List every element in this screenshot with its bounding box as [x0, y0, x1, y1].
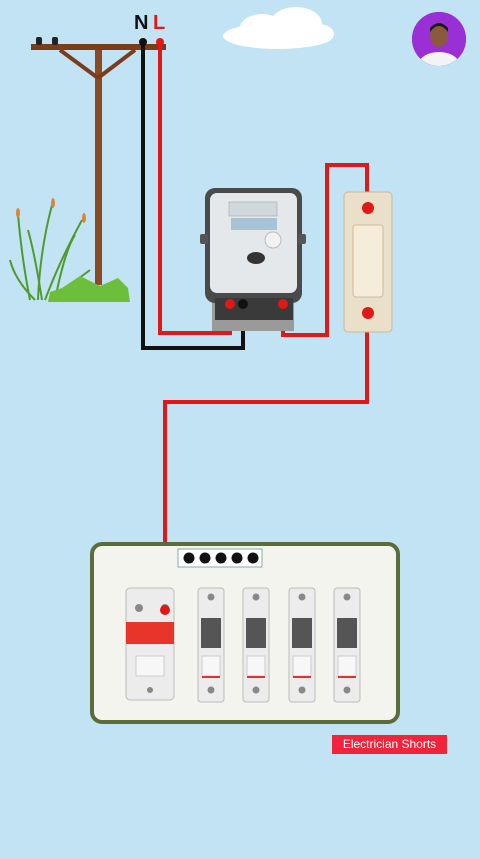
indicator-dot: [247, 552, 259, 564]
mcb-breaker: [197, 587, 225, 703]
indicator-dot: [215, 552, 227, 564]
energy-meter: [200, 188, 306, 331]
mcb-breaker: [288, 587, 316, 703]
channel-watermark: Electrician Shorts: [332, 735, 447, 754]
indicator-dots: [183, 552, 259, 564]
indicator-dot: [199, 552, 211, 564]
neutral-label: N: [134, 12, 149, 34]
person-avatar-icon[interactable]: [412, 12, 466, 66]
cloud-icon: [223, 7, 334, 49]
indicator-dot: [231, 552, 243, 564]
main-mcb: [125, 587, 175, 701]
main-switch: [343, 191, 393, 333]
live-label: L: [153, 12, 166, 34]
indicator-dot: [183, 552, 195, 564]
utility-pole-icon: [31, 37, 166, 285]
mcb-breaker: [333, 587, 361, 703]
mcb-breaker: [242, 587, 270, 703]
